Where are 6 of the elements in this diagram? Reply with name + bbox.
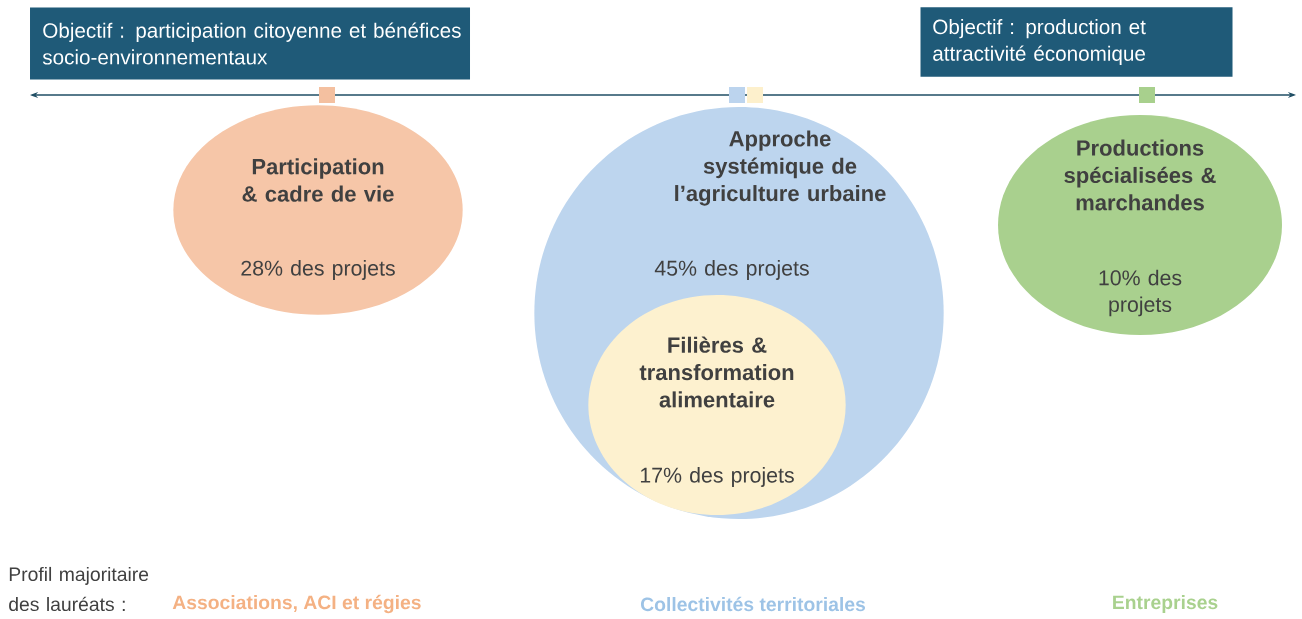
- profile-label: Collectivités territoriales: [641, 596, 866, 612]
- profile-label: Entreprises: [1113, 595, 1218, 613]
- objective-box: Objectif : production et attractivité économique: [920, 7, 1233, 77]
- axis-caption: Profil majoritaire des lauréats :: [9, 566, 149, 612]
- objective-box: Objectif : participation citoyenne et bénéfices socio-environnementaux: [30, 7, 470, 80]
- profile-label: Associations, ACI et régies: [172, 594, 421, 614]
